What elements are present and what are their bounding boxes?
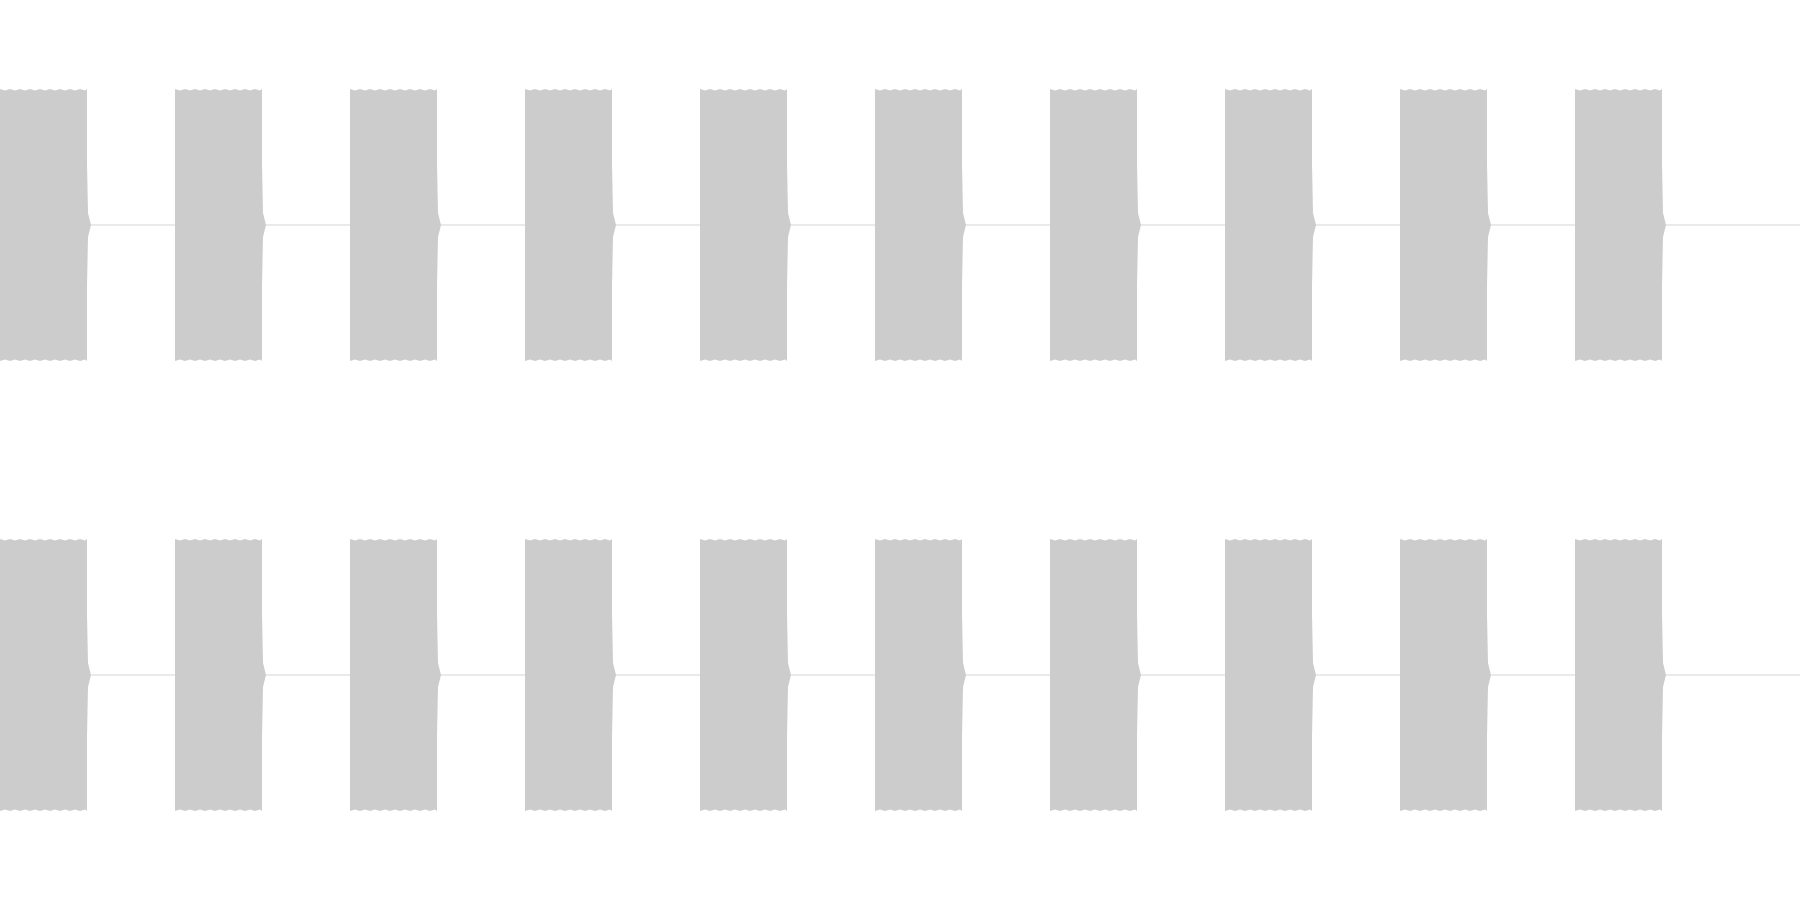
waveform-track-1 (0, 89, 1800, 361)
waveform-burst (1050, 89, 1141, 361)
waveform-track-2 (0, 539, 1800, 811)
waveform-burst (175, 89, 266, 361)
waveform-burst (1400, 89, 1491, 361)
waveform-burst (875, 539, 966, 811)
waveform-burst (525, 539, 616, 811)
waveform-burst (175, 539, 266, 811)
waveform-burst (1225, 539, 1316, 811)
waveform-burst (525, 89, 616, 361)
waveform-burst (1400, 539, 1491, 811)
waveform-burst (350, 89, 441, 361)
waveform-burst (350, 539, 441, 811)
waveform-burst (700, 89, 791, 361)
waveform-burst (1050, 539, 1141, 811)
waveform-burst (700, 539, 791, 811)
waveform-burst (0, 539, 91, 811)
waveform-burst (1225, 89, 1316, 361)
waveform-burst (875, 89, 966, 361)
waveform-burst (0, 89, 91, 361)
waveform-burst (1575, 89, 1666, 361)
waveform-burst (1575, 539, 1666, 811)
